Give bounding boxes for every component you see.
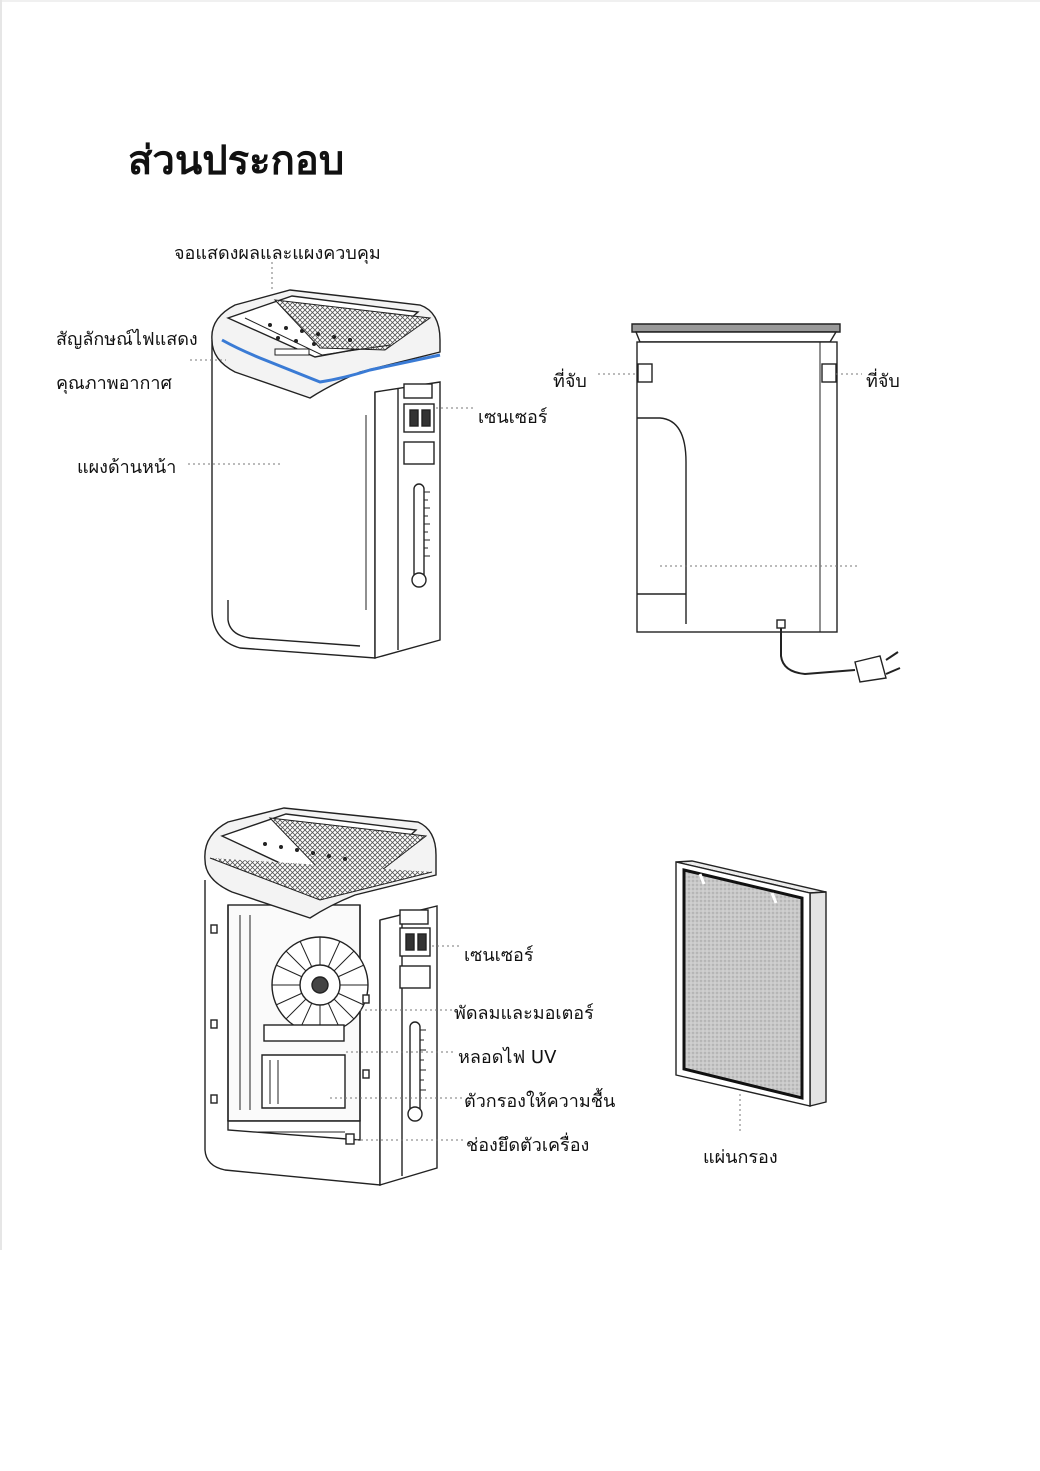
label-handle-left: ที่จับ [553,371,587,392]
leader-lines-side [598,373,862,567]
purifier-front-view [211,289,441,659]
filter-sheet-illustration [675,860,827,1107]
label-air-quality-line1: สัญลักษณ์ไฟแสดง [56,329,198,350]
label-humidifier-filter: ตัวกรองให้ความชื้น [464,1091,616,1112]
page-border-top [0,0,1040,2]
label-sensor-bottom: เซนเซอร์ [464,945,534,966]
purifier-interior-view [204,807,438,1186]
page-border-left [0,0,2,1250]
label-fan-motor: พัดลมและมอเตอร์ [454,1003,594,1024]
label-filter-sheet: แผ่นกรอง [703,1147,778,1168]
label-handle-right: ที่จับ [866,371,900,392]
label-sensor-top: เซนเซอร์ [478,407,548,428]
label-display-panel: จอแสดงผลและแผงควบคุม [174,243,381,264]
label-air-quality-line2: คุณภาพอากาศ [56,373,172,394]
leader-lines-front [188,262,476,465]
page-title: ส่วนประกอบ [128,138,345,184]
leader-lines-interior [330,945,464,1141]
label-front-panel: แผงด้านหน้า [77,457,177,478]
label-mount-slot: ช่องยึดตัวเครื่อง [466,1135,590,1156]
purifier-side-view [631,323,901,683]
label-uv-lamp: หลอดไฟ UV [458,1047,557,1068]
